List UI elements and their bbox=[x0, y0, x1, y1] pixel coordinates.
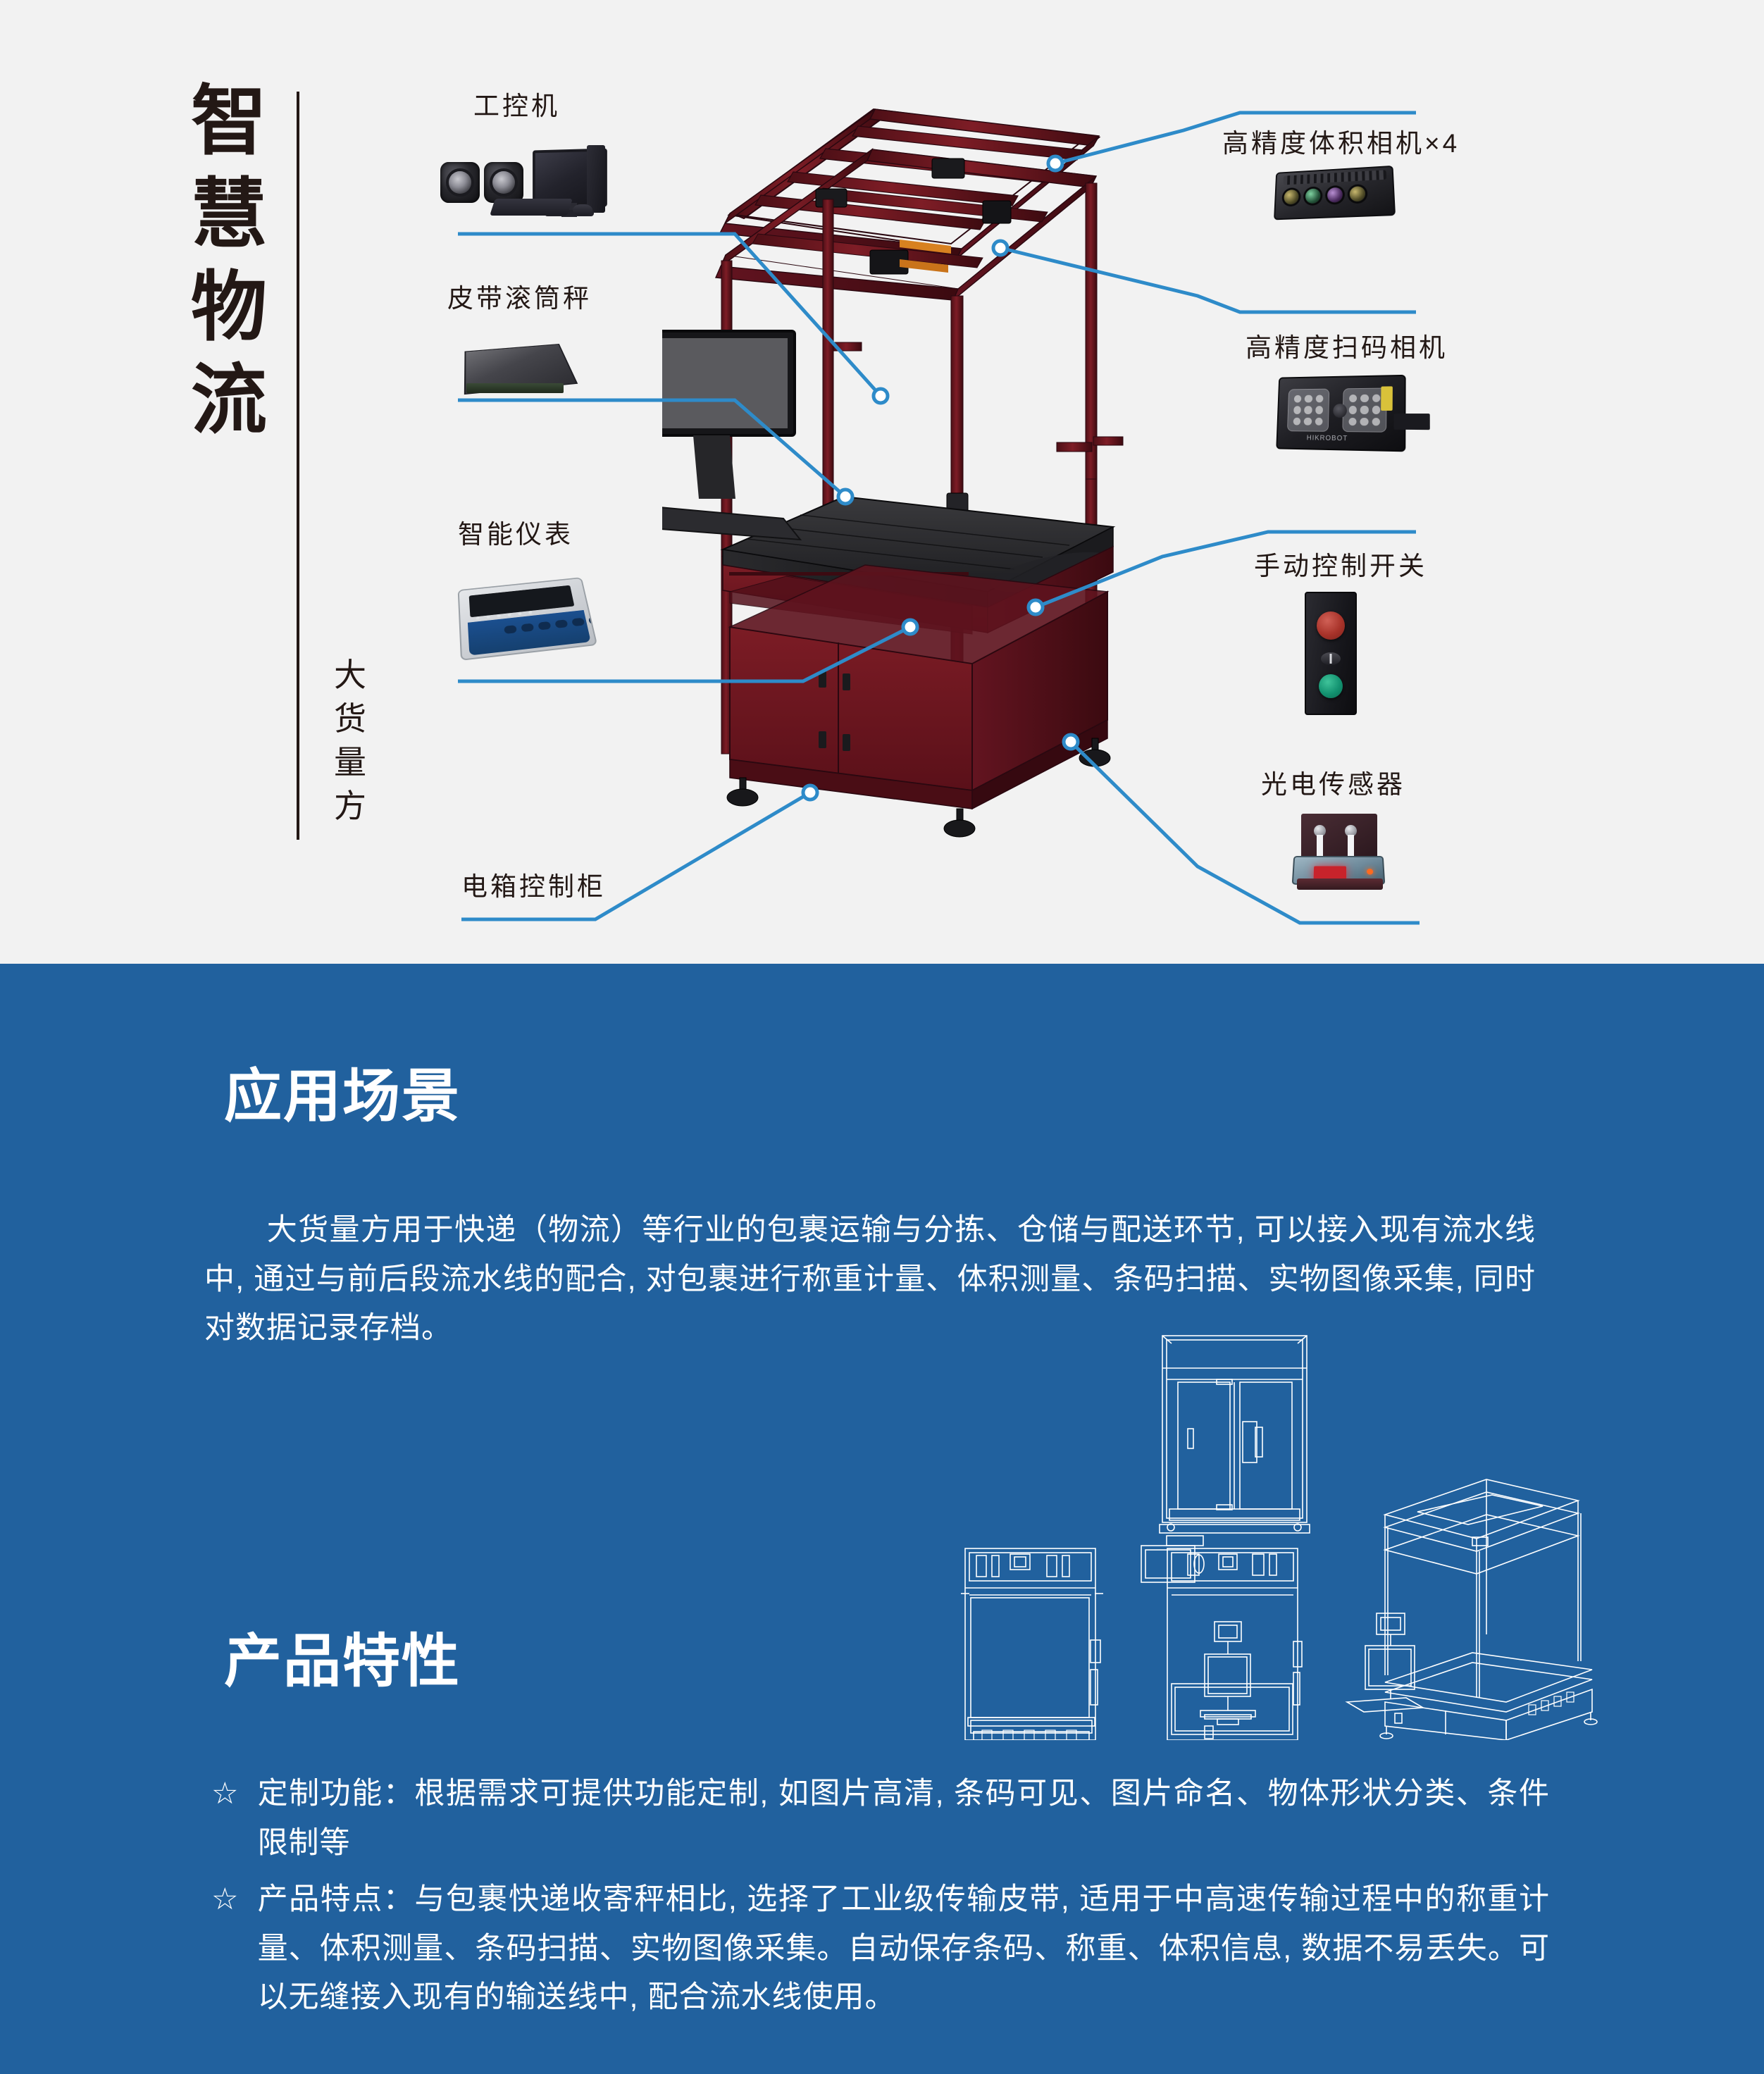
blueprint-top-view bbox=[1141, 1335, 1310, 1583]
machine-illustration bbox=[595, 70, 1198, 937]
blueprint-isometric bbox=[1345, 1479, 1598, 1753]
page-title-char-4: 流 bbox=[190, 357, 267, 442]
callout-label-photo-sensor: 光电传感器 bbox=[1261, 770, 1405, 799]
belt-roller-scale-thumbnail bbox=[458, 331, 599, 409]
heading-application-scenario: 应用场景 bbox=[224, 1064, 461, 1129]
callout-label-smart-indicator: 智能仪表 bbox=[458, 520, 573, 549]
page-title: 智 慧 物 流 bbox=[180, 83, 278, 438]
title-divider bbox=[297, 92, 299, 840]
product-diagram-section: 智 慧 物 流 大 货 量 方 bbox=[0, 0, 1764, 964]
page-title-char-2: 慧 bbox=[190, 171, 267, 256]
page-subtitle-char-4: 方 bbox=[334, 788, 366, 824]
page-subtitle: 大 货 量 方 bbox=[325, 659, 375, 822]
feature-text-2: 产品特点：与包裹快递收寄秤相比, 选择了工业级传输皮带, 适用于中高速传输过程中… bbox=[257, 1882, 1550, 2015]
blueprint-side-elevation bbox=[1167, 1548, 1303, 1741]
page-subtitle-char-1: 大 bbox=[334, 657, 366, 693]
barcode-camera-thumbnail: HIKROBOT bbox=[1268, 370, 1430, 458]
manual-switch-thumbnail bbox=[1296, 592, 1381, 722]
volume-camera-thumbnail bbox=[1268, 163, 1409, 230]
callout-label-barcode-camera: 高精度扫码相机 bbox=[1246, 333, 1448, 362]
smart-indicator-thumbnail bbox=[451, 574, 613, 666]
callout-label-manual-switch: 手动控制开关 bbox=[1254, 552, 1427, 580]
heading-product-features: 产品特性 bbox=[224, 1629, 461, 1694]
callout-label-belt-roller-scale: 皮带滚筒秤 bbox=[447, 284, 592, 313]
page-subtitle-char-3: 量 bbox=[334, 744, 366, 781]
callout-label-control-cabinet: 电箱控制柜 bbox=[461, 872, 606, 901]
blueprint-front-elevation bbox=[961, 1548, 1103, 1742]
photo-sensor-thumbnail bbox=[1291, 814, 1389, 893]
machine-svg bbox=[595, 108, 1124, 838]
page-title-char-1: 智 bbox=[190, 78, 267, 163]
feature-text-1: 定制功能：根据需求可提供功能定制, 如图片高清, 条码可见、图片命名、物体形状分… bbox=[257, 1777, 1550, 1860]
feature-item-2: ☆ 产品特点：与包裹快递收寄秤相比, 选择了工业级传输皮带, 适用于中高速传输过… bbox=[211, 1875, 1550, 2023]
feature-marker-1: ☆ bbox=[211, 1777, 240, 1811]
page-title-char-3: 物 bbox=[190, 264, 267, 349]
blueprint-drawings bbox=[909, 1303, 1634, 1753]
content-section bbox=[0, 964, 1764, 2074]
feature-marker-2: ☆ bbox=[211, 1882, 240, 1916]
callout-label-industrial-pc: 工控机 bbox=[473, 92, 560, 120]
paragraph-application-scenario: 大货量方用于快递（物流）等行业的包裹运输与分拣、仓储与配送环节, 可以接入现有流… bbox=[204, 1213, 1536, 1346]
page-subtitle-char-2: 货 bbox=[334, 700, 366, 737]
industrial-pc-thumbnail bbox=[440, 141, 609, 222]
feature-item-1: ☆ 定制功能：根据需求可提供功能定制, 如图片高清, 条码可见、图片命名、物体形… bbox=[211, 1770, 1550, 1868]
blueprint-svg bbox=[961, 1335, 1598, 1753]
callout-label-volume-camera: 高精度体积相机×4 bbox=[1222, 129, 1460, 158]
